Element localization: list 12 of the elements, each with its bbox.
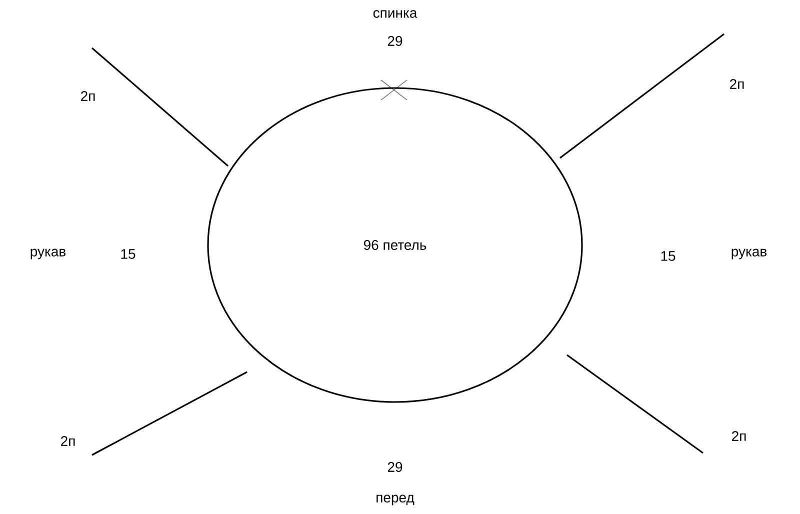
stitch-label: 15 bbox=[661, 251, 676, 261]
stitch-label: 2п bbox=[732, 431, 746, 441]
stitch-label: 15 bbox=[121, 249, 136, 259]
stitch-label: рукав bbox=[732, 248, 767, 260]
stitch-label: рукав bbox=[30, 248, 66, 260]
stitch-label: 29 bbox=[388, 36, 402, 46]
stitch-label: 2п bbox=[81, 91, 95, 101]
stitch-label: 2п bbox=[61, 436, 75, 446]
stitch-label: перед bbox=[376, 494, 414, 506]
stitch-label: 29 bbox=[388, 462, 402, 472]
stitch-label: 2п bbox=[730, 79, 744, 89]
stitch-label: спинка bbox=[373, 10, 418, 18]
